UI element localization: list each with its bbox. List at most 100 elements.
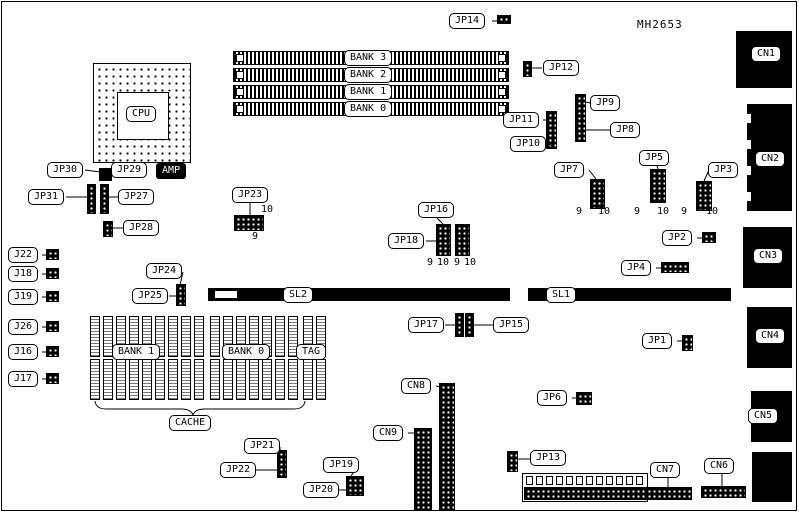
label-jp1: JP1 xyxy=(642,333,673,349)
j17-connector xyxy=(46,373,59,384)
cn2-notch-3 xyxy=(747,166,751,175)
power-terminal-cell-2 xyxy=(536,476,543,485)
power-terminal-cell-9 xyxy=(606,476,613,485)
cache-bank1-chip-13 xyxy=(129,359,139,400)
jp23-header xyxy=(234,215,264,231)
cache-bank1-chip-7 xyxy=(168,316,178,357)
text-jp16-pin-9a: 9 xyxy=(427,257,434,268)
cn2-notch-2 xyxy=(747,140,751,149)
power-terminal-cell-3 xyxy=(546,476,553,485)
cache-bank1-chip-1 xyxy=(90,316,100,357)
text-jp23-pin-9: 9 xyxy=(252,231,259,242)
board-outline xyxy=(1,1,797,511)
j19-connector xyxy=(46,291,59,302)
cn6-connector xyxy=(701,486,746,498)
label-mem-bank-3: BANK 3 xyxy=(344,50,393,66)
power-terminal-cell-6 xyxy=(576,476,583,485)
text-jp16-pin-10a: 10 xyxy=(437,257,450,268)
cache-bank1-chip-6 xyxy=(155,316,165,357)
jp11-jp10-header xyxy=(546,111,557,149)
label-jp12: JP12 xyxy=(543,60,580,76)
label-cache-tag: TAG xyxy=(296,344,327,360)
label-jp9: JP9 xyxy=(590,95,621,111)
label-cn5: CN5 xyxy=(748,408,779,424)
label-cache-bank-0: BANK 0 xyxy=(222,344,271,360)
jp7-header xyxy=(590,179,605,209)
label-jp14: JP14 xyxy=(449,13,486,29)
label-jp18: JP18 xyxy=(388,233,425,249)
cache-bank1-chip-12 xyxy=(116,359,126,400)
jp16-header-left xyxy=(436,224,451,256)
label-cn1: CN1 xyxy=(751,46,782,62)
cn7-connector xyxy=(645,487,692,500)
label-jp29: JP29 xyxy=(111,162,148,178)
text-jp16-pin-9b: 9 xyxy=(454,257,461,268)
cache-bank1-chip-9 xyxy=(194,316,204,357)
cn8-strip xyxy=(439,383,455,510)
label-mem-bank-1: BANK 1 xyxy=(344,84,393,100)
jp21-jp22-header xyxy=(277,450,287,478)
label-j22: J22 xyxy=(8,247,39,263)
text-jp7-pin-10: 10 xyxy=(598,206,611,217)
j26-connector xyxy=(46,321,59,332)
jp24-jp25-header xyxy=(176,284,186,306)
label-jp4: JP4 xyxy=(621,260,652,276)
cache-bank1-chip-15 xyxy=(155,359,165,400)
power-terminal-cell-5 xyxy=(566,476,573,485)
jp5-header xyxy=(650,169,666,203)
cache-bank0-chip-8 xyxy=(210,359,220,400)
cache-bank1-chip-10 xyxy=(90,359,100,400)
label-jp31: JP31 xyxy=(28,189,65,205)
label-jp28: JP28 xyxy=(123,220,160,236)
label-jp24: JP24 xyxy=(146,263,183,279)
label-jp8: JP8 xyxy=(610,122,641,138)
text-jp16-pin-10b: 10 xyxy=(464,257,477,268)
j16-connector xyxy=(46,346,59,357)
label-sl1: SL1 xyxy=(546,287,577,303)
label-jp2: JP2 xyxy=(662,230,693,246)
label-cn6: CN6 xyxy=(704,458,735,474)
jp17-jp15-header-right xyxy=(465,313,474,337)
label-cn8: CN8 xyxy=(401,378,432,394)
text-jp23-pin-10: 10 xyxy=(261,204,274,215)
cache-tag-chip-3 xyxy=(303,359,313,400)
label-jp15: JP15 xyxy=(493,317,530,333)
cache-bank0-chip-14 xyxy=(288,359,298,400)
cache-bank0-chip-6 xyxy=(275,316,285,357)
cache-bank1-chip-14 xyxy=(142,359,152,400)
label-j18: J18 xyxy=(8,266,39,282)
label-jp17: JP17 xyxy=(408,317,445,333)
cache-bank0-chip-1 xyxy=(210,316,220,357)
label-mem-bank-2: BANK 2 xyxy=(344,67,393,83)
jp31-header xyxy=(87,184,96,214)
label-jp5: JP5 xyxy=(639,150,670,166)
jp16-header-right xyxy=(455,224,470,256)
power-terminal-cell-11 xyxy=(626,476,633,485)
power-terminal-cell-4 xyxy=(556,476,563,485)
jp1-connector xyxy=(682,335,693,351)
label-j17: J17 xyxy=(8,371,39,387)
jp29-jp30-component xyxy=(99,168,112,181)
jp2-connector xyxy=(702,232,716,243)
cn2-notch-1 xyxy=(747,114,751,123)
label-jp19: JP19 xyxy=(323,457,360,473)
cache-bank0-chip-9 xyxy=(223,359,233,400)
label-amp: AMP xyxy=(156,163,187,179)
jp6-connector xyxy=(576,392,592,405)
j22-connector xyxy=(46,249,59,260)
text-jp5-pin-10: 10 xyxy=(657,206,670,217)
label-cpu: CPU xyxy=(126,106,157,122)
label-cn7: CN7 xyxy=(650,462,681,478)
jp9-jp8-header xyxy=(575,94,586,142)
label-cn2: CN2 xyxy=(755,151,786,167)
cache-bank0-chip-7 xyxy=(288,316,298,357)
label-jp11: JP11 xyxy=(503,112,540,128)
label-jp10: JP10 xyxy=(510,136,547,152)
cache-bank1-chip-11 xyxy=(103,359,113,400)
cache-bank1-chip-18 xyxy=(194,359,204,400)
label-sl2: SL2 xyxy=(283,287,314,303)
label-jp3: JP3 xyxy=(708,162,739,178)
jp28-connector xyxy=(103,221,113,237)
label-jp6: JP6 xyxy=(537,390,568,406)
